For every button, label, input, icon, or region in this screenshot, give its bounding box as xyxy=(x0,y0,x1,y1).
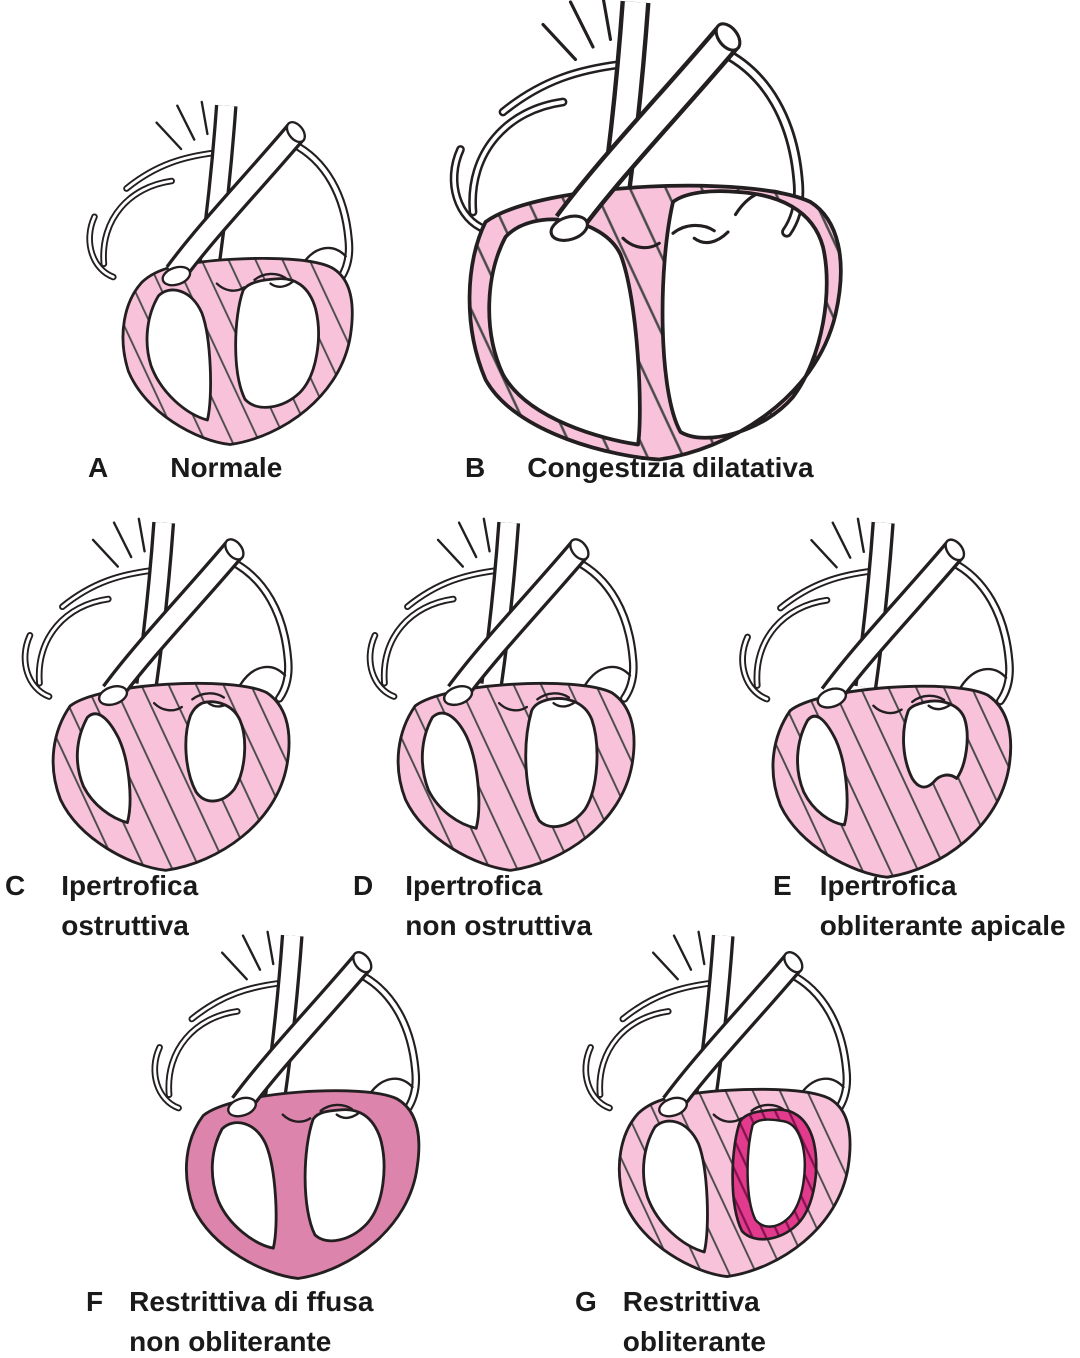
panel-label: Normale xyxy=(170,448,282,488)
panel-heart-restrictive-diffuse xyxy=(135,928,457,1288)
panel-label: Restrittiva obliterante xyxy=(623,1282,766,1358)
heart-restrictive-obliterative-diagram xyxy=(566,928,888,1278)
panel-label-line: Congestizia dilatativa xyxy=(527,452,814,483)
panel-letter: D xyxy=(353,870,374,901)
panel-letter: B xyxy=(465,452,486,483)
panel-heart-normal xyxy=(70,98,390,456)
caption-d: D Ipertrofica non ostruttiva xyxy=(353,866,592,946)
obliterating-lining xyxy=(731,1108,818,1241)
panel-heart-hypertrophic-obstructive xyxy=(5,515,330,878)
panel-label: Congestizia dilatativa xyxy=(527,448,813,488)
panel-label-line: Normale xyxy=(170,452,283,483)
panel-letter: F xyxy=(86,1286,104,1317)
heart-hypertrophic-non-obstructive-diagram xyxy=(350,515,675,872)
heart-hypertrophic-apical-diagram xyxy=(722,515,1052,879)
panel-heart-hypertrophic-non-obstructive xyxy=(350,515,675,878)
panel-label-line: ostruttiva xyxy=(61,910,189,941)
panel-label-line: Ipertrofica xyxy=(61,870,199,901)
panel-label: Ipertrofica obliterante apicale xyxy=(820,866,1066,946)
panel-letter: A xyxy=(88,452,109,483)
caption-c: C Ipertrofica ostruttiva xyxy=(5,866,198,946)
panel-label: Ipertrofica non ostruttiva xyxy=(405,866,592,946)
caption-f: F Restrittiva di ffusa non obliterante xyxy=(86,1282,373,1358)
caption-a: A Normale xyxy=(88,448,282,488)
heart-hypertrophic-obstructive-diagram xyxy=(5,515,330,872)
panel-label-line: Restrittiva di ffusa xyxy=(129,1286,374,1317)
panel-label-line: non ostruttiva xyxy=(405,910,592,941)
panel-heart-restrictive-obliterative xyxy=(566,928,888,1288)
panel-label: Ipertrofica ostruttiva xyxy=(61,866,198,946)
panel-label-line: Ipertrofica xyxy=(819,870,957,901)
caption-g: G Restrittiva obliterante xyxy=(575,1282,766,1358)
panel-letter: E xyxy=(773,870,792,901)
panel-label-line: Restrittiva xyxy=(622,1286,760,1317)
panel-letter: G xyxy=(575,1286,597,1317)
caption-b: B Congestizia dilatativa xyxy=(465,448,814,488)
panel-heart-hypertrophic-apical xyxy=(722,515,1052,883)
panel-label-line: obliterante apicale xyxy=(819,910,1066,941)
panel-label-line: Ipertrofica xyxy=(405,870,543,901)
panel-label-line: non obliterante xyxy=(129,1326,332,1357)
heart-normal-diagram xyxy=(70,98,390,446)
panel-label: Restrittiva di ffusa non obliterante xyxy=(129,1282,373,1358)
panel-letter: C xyxy=(5,870,26,901)
heart-restrictive-diffuse-diagram xyxy=(135,928,457,1280)
panel-label-line: obliterante xyxy=(622,1326,766,1357)
panel-heart-dilated xyxy=(428,0,853,467)
caption-e: E Ipertrofica obliterante apicale xyxy=(773,866,1066,946)
heart-dilated-diagram xyxy=(428,0,843,462)
